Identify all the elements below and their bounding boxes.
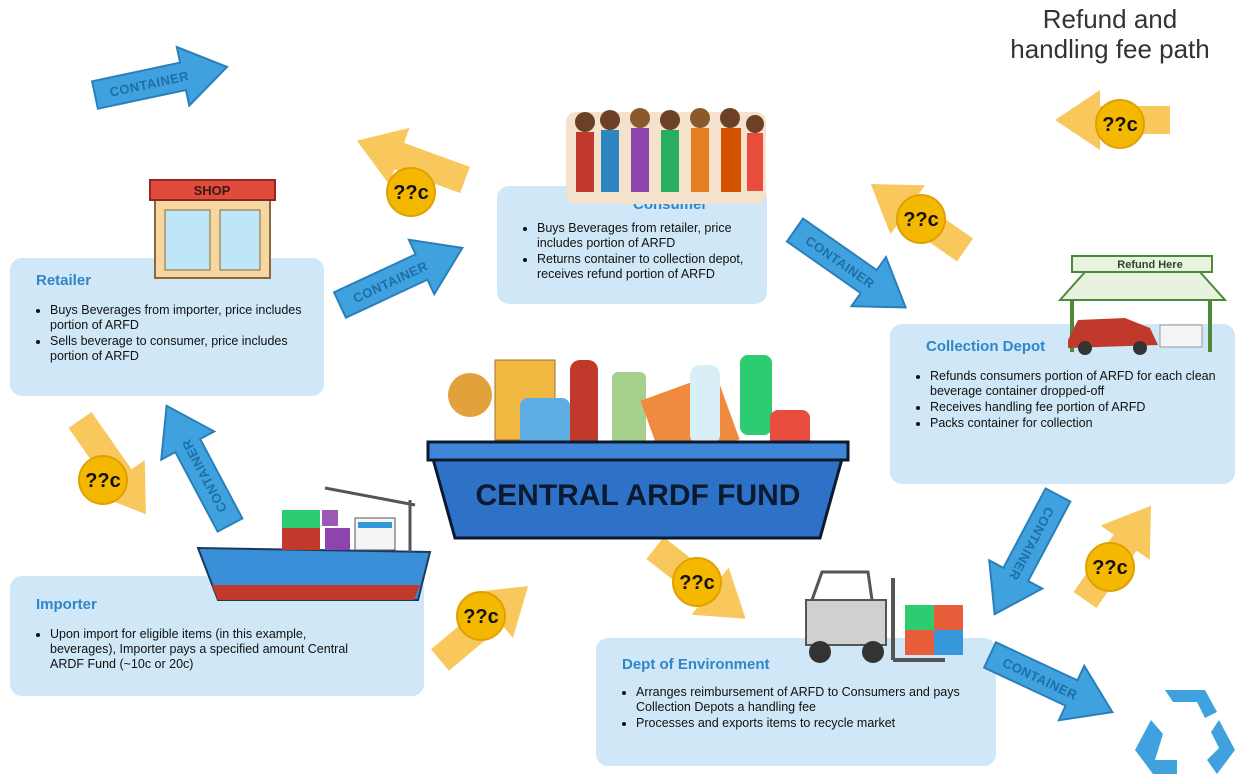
collection-depot-title: Collection Depot bbox=[926, 338, 1046, 355]
fee-coin-fund: ??c bbox=[456, 591, 506, 641]
forklift-icon bbox=[805, 570, 963, 663]
retailer-bullet-2: Sells beverage to consumer, price includ… bbox=[50, 334, 308, 364]
collection-depot-bullet-3: Packs container for collection bbox=[930, 416, 1219, 431]
fee-coin-label: ??c bbox=[1092, 557, 1128, 579]
central-fund-label: CENTRAL ARDF FUND bbox=[476, 479, 801, 512]
container-arrow-importer-retailer: CONTAINER bbox=[139, 390, 258, 541]
importer-bullet-1: Upon import for eligible items (in this … bbox=[50, 627, 370, 672]
container-arrow-retailer-consumer: CONTAINER bbox=[326, 219, 477, 334]
container-arrow-top-left: CONTAINER bbox=[87, 36, 235, 126]
fee-coin-legend: ??c bbox=[1095, 99, 1145, 149]
fee-coin-label: ??c bbox=[85, 470, 121, 492]
refund-sign: Refund Here bbox=[1117, 259, 1182, 271]
fee-coin-label: ??c bbox=[679, 572, 715, 594]
importer-title: Importer bbox=[36, 596, 97, 613]
fee-coin-dept: ??c bbox=[672, 557, 722, 607]
collection-depot-box: Collection Depot Refunds consumers porti… bbox=[890, 324, 1235, 484]
shop-sign: SHOP bbox=[194, 183, 231, 198]
legend-title-line1: Refund and bbox=[1042, 4, 1178, 34]
fee-coin-importer: ??c bbox=[78, 455, 128, 505]
legend-title-line2: handling fee path bbox=[1010, 34, 1210, 64]
dept-environment-bullet-1: Arranges reimbursement of ARFD to Consum… bbox=[636, 685, 966, 715]
legend-title: Refund and handling fee path bbox=[990, 4, 1230, 64]
fee-coin-label: ??c bbox=[903, 209, 939, 231]
collection-depot-bullet-1: Refunds consumers portion of ARFD for ea… bbox=[930, 369, 1219, 399]
retailer-title: Retailer bbox=[36, 272, 92, 289]
container-arrow-depot-dept: CONTAINER bbox=[967, 479, 1086, 630]
consumer-people-icon bbox=[566, 108, 766, 204]
fee-coin-consumer: ??c bbox=[896, 194, 946, 244]
shop-icon: SHOP bbox=[149, 179, 276, 279]
fee-coin-label: ??c bbox=[1102, 114, 1138, 136]
retailer-box: Retailer Buys Beverages from importer, p… bbox=[10, 258, 324, 396]
fee-coin-label: ??c bbox=[393, 182, 429, 204]
retailer-bullet-1: Buys Beverages from importer, price incl… bbox=[50, 303, 308, 333]
collection-depot-icon: Refund Here bbox=[1057, 255, 1228, 355]
fee-coin-retailer: ??c bbox=[386, 167, 436, 217]
cargo-ship-icon bbox=[196, 486, 432, 601]
consumer-bullet-2: Returns container to collection depot, r… bbox=[537, 252, 751, 282]
consumer-bullet-1: Buys Beverages from retailer, price incl… bbox=[537, 221, 751, 251]
dept-environment-title: Dept of Environment bbox=[622, 656, 770, 673]
recycle-icon bbox=[1135, 690, 1235, 774]
dept-environment-bullet-2: Processes and exports items to recycle m… bbox=[636, 716, 966, 731]
fee-coin-depot: ??c bbox=[1085, 542, 1135, 592]
collection-depot-bullet-2: Receives handling fee portion of ARFD bbox=[930, 400, 1219, 415]
container-arrow-dept-recycle: CONTAINER bbox=[976, 626, 1127, 741]
fee-coin-label: ??c bbox=[463, 606, 499, 628]
central-fund-bin: CENTRAL ARDF FUND bbox=[426, 355, 850, 540]
consumer-box: Consumer Buys Beverages from retailer, p… bbox=[497, 186, 767, 304]
